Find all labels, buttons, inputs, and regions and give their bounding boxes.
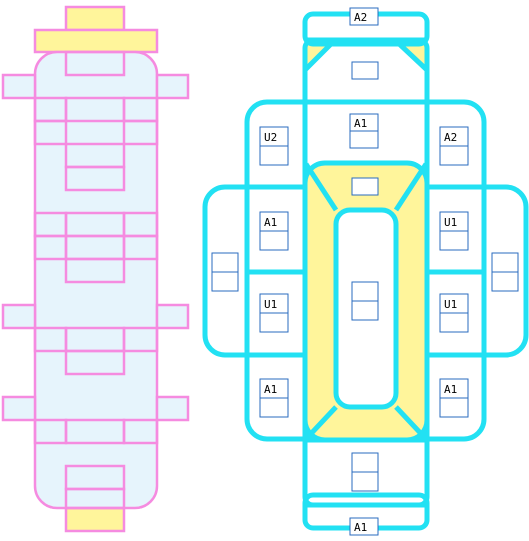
left-arm-r3 <box>155 395 190 422</box>
right-layout-figure <box>202 11 529 531</box>
svg-text:U1: U1 <box>444 298 457 311</box>
left-arm-r2 <box>155 303 190 330</box>
label-bottom: A1 <box>349 517 379 536</box>
left-center-blocks <box>33 50 159 510</box>
caption-text <box>0 530 529 541</box>
label-top: A2 <box>349 7 379 26</box>
left-arm-l3 <box>1 395 37 422</box>
label-center-left: U1 <box>259 293 289 333</box>
svg-text:A1: A1 <box>354 117 367 130</box>
svg-text:A1: A1 <box>264 216 277 229</box>
left-bottom-tab <box>64 506 126 533</box>
left-layout-figure <box>1 5 190 533</box>
core-diag-br <box>394 405 428 441</box>
label-center-right: U1 <box>439 293 469 333</box>
svg-text:A2: A2 <box>354 11 367 24</box>
label-upper-right: A2 <box>439 126 469 166</box>
right-labeled-boxes: A2 A1 U2 A2 A1 U1 U1 <box>259 7 469 536</box>
core-diag-tl <box>303 162 339 212</box>
label-lower-left: A1 <box>259 378 289 418</box>
left-top-tab <box>64 5 126 32</box>
left-arm-l1 <box>1 73 37 100</box>
core-diag-bl <box>304 405 338 441</box>
core-diag-tr <box>393 162 429 212</box>
left-top-band <box>33 28 159 54</box>
svg-text:U1: U1 <box>264 298 277 311</box>
svg-text:A2: A2 <box>444 131 457 144</box>
svg-text:A1: A1 <box>264 383 277 396</box>
label-center-top: A1 <box>349 113 379 149</box>
svg-text:U2: U2 <box>264 131 277 144</box>
left-arm-l2 <box>1 303 37 330</box>
label-mid-right: U1 <box>439 211 469 251</box>
label-mid-left: A1 <box>259 211 289 251</box>
label-upper-left: U2 <box>259 126 289 166</box>
label-lower-right: A1 <box>439 378 469 418</box>
right-small-boxes <box>211 61 519 492</box>
svg-text:A1: A1 <box>354 521 367 534</box>
left-arm-r1 <box>155 73 190 100</box>
svg-text:U1: U1 <box>444 216 457 229</box>
svg-text:A1: A1 <box>444 383 457 396</box>
